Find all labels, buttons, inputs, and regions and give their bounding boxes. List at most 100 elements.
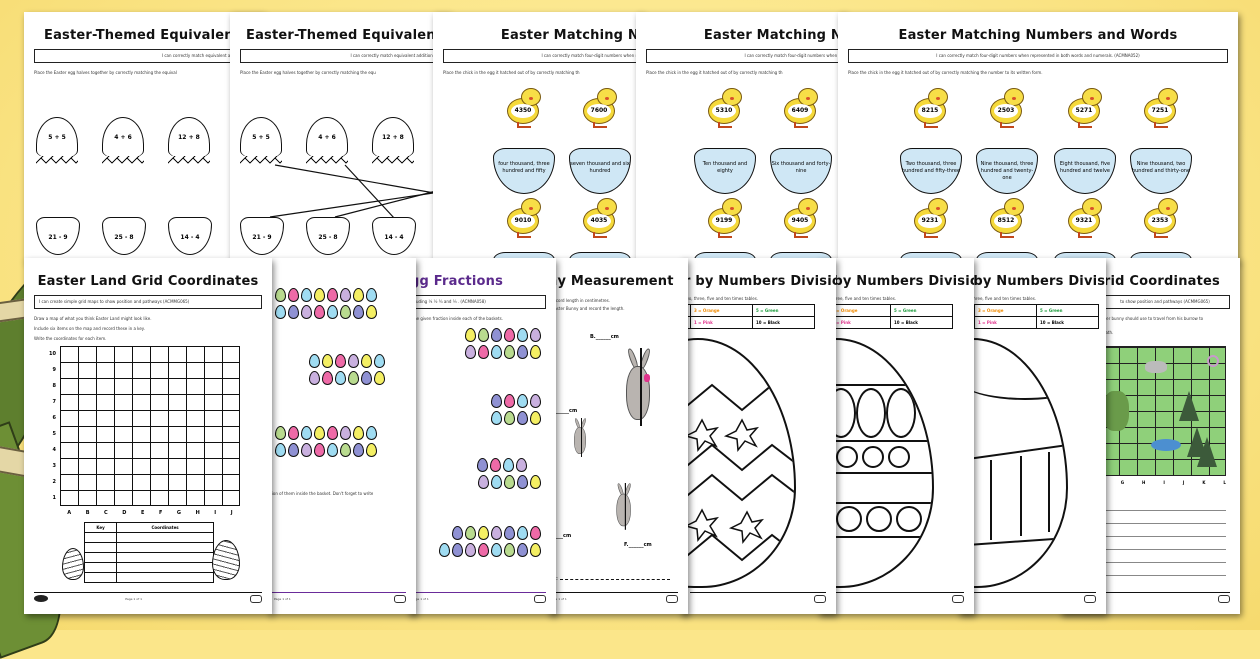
page-footer: Page 1 of 1	[408, 592, 546, 604]
egg-group	[464, 328, 542, 362]
page-footer	[828, 592, 964, 604]
egg-top-half: 4 + 6	[102, 117, 144, 164]
page-footer: Page 1 of 1	[272, 592, 406, 604]
measure-label: ______cm	[554, 408, 578, 414]
instruction-text: Write the coordinates for each item.	[34, 336, 107, 341]
colour-egg	[680, 338, 796, 588]
instruction-text: two, three, five and ten times tables.	[962, 296, 1037, 301]
chick-number-card: 9231	[912, 198, 952, 238]
egg-bottom-half: 21 - 9	[36, 217, 80, 255]
chick-number-card: 7600	[581, 88, 621, 128]
page-footer	[690, 592, 826, 604]
egg-top-half: 5 + 5	[240, 117, 282, 164]
egg-word-card	[493, 252, 555, 262]
tree-icon	[1197, 437, 1217, 467]
answer-blanks: Best:	[548, 576, 670, 581]
chick-number-card: 9405	[782, 198, 822, 238]
worksheet-equivalent-1[interactable]: Easter-Themed Equivalent I can correctly…	[24, 12, 264, 262]
page-footer: Page 1 of 1	[548, 592, 678, 604]
worksheet-matching-3[interactable]: Easter Matching Numbers and Words I can …	[838, 12, 1238, 262]
learning-objective: I can correctly match equivalent additio…	[34, 49, 254, 63]
instruction-text: Place the chick in the egg it hatched ou…	[646, 70, 783, 75]
measure-label: F.______cm	[624, 542, 652, 548]
chick-number-card: 8512	[988, 198, 1028, 238]
worksheet-bunny-measurement[interactable]: ny Measurement d record length in centim…	[548, 258, 688, 614]
striped-egg-icon	[212, 540, 240, 580]
instruction-text: r path.	[1100, 330, 1114, 335]
worksheet-easter-land-grid[interactable]: Easter Land Grid Coordinates I can creat…	[24, 258, 272, 614]
egg-word-card	[1054, 252, 1116, 262]
worksheet-title: Easter-Themed Equivalent Num	[246, 28, 450, 43]
egg-top-half: 12 + 8	[372, 117, 414, 164]
instruction-text: Place the chick in the egg it hatched ou…	[443, 70, 580, 75]
instruction-text: Include six items on the map and record …	[34, 326, 145, 331]
worksheet-title: r by Numbers Division	[962, 274, 1106, 289]
egg-word-card: seven thousand and six hundred	[569, 148, 631, 194]
worksheet-title: ny Measurement	[548, 274, 674, 289]
instruction-text: Place the Easter egg halves together by …	[34, 70, 177, 75]
page-footer	[968, 592, 1096, 604]
egg-word-card	[900, 252, 962, 262]
worksheet-title: Easter Land Grid Coordinates	[37, 274, 259, 289]
egg-word-card: Six thousand and forty-nine	[770, 148, 832, 194]
learning-objective: I can correctly match four-digit numbers…	[443, 49, 643, 63]
chick-number-card: 8215	[912, 88, 952, 128]
coordinate-grid	[60, 346, 240, 506]
grid-map	[1100, 346, 1226, 476]
learning-objective: I can correctly match four-digit numbers…	[646, 49, 846, 63]
egg-word-card	[770, 252, 832, 262]
worksheet-title: Easter-Themed Equivalent	[44, 28, 241, 43]
egg-word-card: Two thousand, three hundred and fifty-th…	[900, 148, 962, 194]
instruction-text: h Easter Bunny and record the length.	[548, 306, 625, 311]
instruction-text: d record length in centimetres.	[548, 298, 610, 303]
egg-top-half: 5 + 5	[36, 117, 78, 164]
page-footer	[1070, 592, 1230, 604]
tree-icon	[1179, 391, 1199, 421]
grid-x-axis: FGHIJKL	[1100, 480, 1226, 485]
instruction-text: two, three, five and ten times tables.	[684, 296, 759, 301]
egg-word-card	[569, 252, 631, 262]
worksheet-title: gg Fractions	[410, 274, 504, 289]
egg-top-half: 4 + 6	[306, 117, 348, 164]
instruction-text: aster bunny should use to travel from hi…	[1100, 316, 1204, 321]
egg-word-card	[1130, 252, 1192, 262]
pond-icon	[1151, 439, 1181, 451]
worksheet-matching-2[interactable]: Easter Matching N I can correctly match …	[636, 12, 846, 262]
worksheet-equivalent-2[interactable]: Easter-Themed Equivalent Num I can corre…	[230, 12, 450, 262]
chick-number-card: 9199	[706, 198, 746, 238]
worksheet-egg-fractions-1[interactable]: ction of them inside the basket. Don't f…	[268, 258, 416, 614]
learning-objective: including ¼ ½ ¾ and ⅓ . (ACMNA058)	[408, 295, 546, 309]
egg-group	[308, 354, 386, 388]
worksheet-colour-by-numbers-3[interactable]: r by Numbers Division two, three, five a…	[958, 258, 1106, 614]
colour-egg	[958, 338, 1068, 588]
chick-number-card: 4350	[505, 88, 545, 128]
learning-objective: to show position and pathways (ACMMG065)	[1100, 295, 1230, 309]
egg-word-card: Ten thousand and eighty	[694, 148, 756, 194]
chick-number-card: 5271	[1066, 88, 1106, 128]
worksheet-egg-fractions-2[interactable]: gg Fractions including ¼ ½ ¾ and ⅓ . (AC…	[408, 258, 556, 614]
instruction-text: Draw a map of what you think Easter Land…	[34, 316, 152, 321]
worksheet-colour-by-numbers-2[interactable]: r by Numbers Division two, three, five a…	[818, 258, 974, 614]
egg-bottom-half: 14 - 4	[168, 217, 212, 255]
egg-group	[274, 426, 378, 460]
worksheet-colour-by-numbers-1[interactable]: r by Numbers Division two, three, five a…	[680, 258, 836, 614]
chick-number-card: 9010	[505, 198, 545, 238]
egg-word-card: Eight thousand, five hundred and twelve	[1054, 148, 1116, 194]
egg-word-card	[976, 252, 1038, 262]
worksheet-title: Easter Matching Numbers and Words	[898, 28, 1178, 43]
bush-icon	[1103, 391, 1129, 431]
instruction-text: two, three, five and ten times tables.	[822, 296, 897, 301]
worksheet-matching-1[interactable]: Easter Matching N I can correctly match …	[433, 12, 643, 262]
egg-bottom-half: 25 - 8	[102, 217, 146, 255]
egg-word-card	[694, 252, 756, 262]
writing-lines	[1100, 498, 1226, 578]
matching-lines	[269, 164, 441, 220]
chick-number-card: 7251	[1142, 88, 1182, 128]
learning-objective: I can create simple grid maps to show po…	[34, 295, 262, 309]
